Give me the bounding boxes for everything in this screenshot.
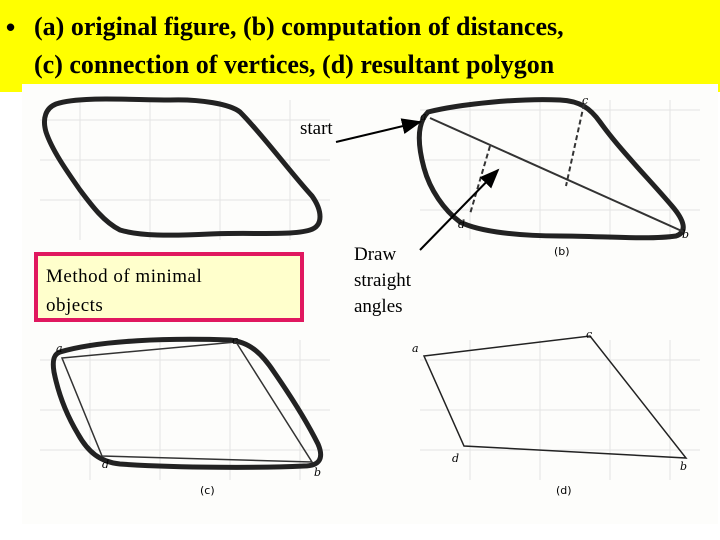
panel-b-vertex-b: b (682, 228, 689, 241)
panel-b-caption: (b) (554, 245, 570, 258)
draw-label-line-2: straight (354, 270, 411, 291)
panel-b-vertex-d: d (458, 218, 465, 231)
title-bullet: • (6, 12, 16, 42)
start-arrow (335, 118, 422, 143)
title-line-2: (c) connection of vertices, (d) resultan… (34, 50, 555, 79)
panel-d-vertex-b: b (680, 460, 687, 473)
method-line-2: objects (46, 295, 104, 316)
panel-d-vertex-d: d (452, 452, 459, 465)
panel-c-vertex-d: d (102, 458, 109, 471)
panel-c-blob (50, 336, 324, 470)
draw-arrow (419, 168, 500, 251)
method-callout-box: Method of minimal objects (34, 252, 304, 322)
draw-label-line-3: angles (354, 296, 403, 317)
panel-b-blob (416, 97, 686, 241)
panel-d-vertex-a: a (412, 342, 419, 355)
panel-a-blob (41, 96, 323, 238)
title-line-1: (a) original figure, (b) computation of … (34, 12, 564, 41)
panel-c-vertex-c: c (232, 334, 238, 347)
panel-d-caption: (d) (556, 484, 572, 497)
panel-b-vertex-a: a (420, 110, 427, 123)
draw-straight-angles-label: Draw straight angles (354, 242, 411, 320)
method-callout-text: Method of minimal objects (46, 262, 202, 320)
method-line-1: Method of minimal (46, 266, 203, 287)
panel-c-vertex-b: b (314, 466, 321, 479)
panel-d-vertex-c: c (586, 328, 592, 341)
panel-b-vertex-c: c (582, 94, 588, 107)
background-texture (40, 100, 700, 480)
title-bar: • (a) original figure, (b) computation o… (0, 0, 720, 92)
start-label: start (300, 118, 333, 139)
draw-label-line-1: Draw (354, 244, 397, 265)
panel-d-polygon (422, 335, 688, 459)
panel-c-vertex-a: a (56, 342, 63, 355)
panel-c-caption: (c) (200, 484, 215, 497)
